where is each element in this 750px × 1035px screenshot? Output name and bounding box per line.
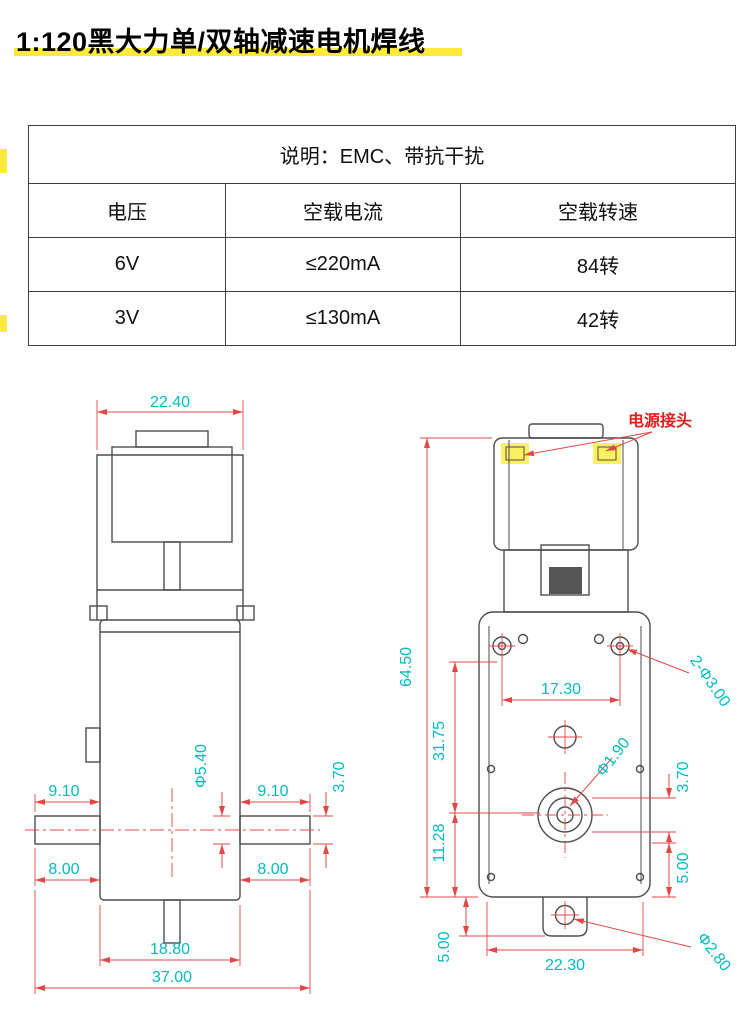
dim-body-width: 18.80 — [150, 941, 190, 958]
bottom-mount-tab — [542, 897, 588, 937]
dim-upper-height: 31.75 — [431, 721, 448, 761]
dim-flat-offset: 3.70 — [675, 761, 692, 792]
dim-right-offset: 8.00 — [257, 861, 288, 878]
rear-view-dimension-labels: 64.50 17.30 2-Φ3.00 31.75 Φ1.90 3.70 11.… — [398, 647, 734, 975]
col-header-no-load-current: 空载电流 — [225, 183, 461, 238]
col-header-no-load-speed: 空载转速 — [460, 183, 736, 238]
table-caption-row: 说明：EMC、带抗干扰 — [28, 125, 736, 184]
dim-shaft-diameter: Φ5.40 — [193, 744, 210, 788]
table-caption: 说明：EMC、带抗干扰 — [28, 125, 736, 184]
gearbox-body — [99, 619, 241, 901]
technical-drawing: 22.40 9.10 9.10 Φ5.40 3.70 8.00 8.00 18.… — [25, 394, 734, 994]
dim-side-offset: 5.00 — [675, 852, 692, 883]
cell-speed: 84转 — [460, 237, 736, 292]
bracket-foot-right — [236, 605, 255, 621]
highlight-edge-mark — [0, 315, 7, 332]
cell-voltage: 6V — [28, 237, 226, 292]
dim-right-shaft-length: 9.10 — [257, 783, 288, 800]
connector-leader-line — [605, 431, 653, 452]
motor-top-tab — [135, 430, 209, 448]
rear-view-dimension-lines — [420, 431, 692, 956]
dim-total-height: 64.50 — [398, 647, 415, 687]
spec-table: 说明：EMC、带抗干扰 电压 空载电流 空载转速 6V ≤220mA 84转 3… — [28, 125, 736, 346]
motor-bracket — [96, 454, 244, 620]
leader-line — [573, 918, 692, 948]
connector-leader-line — [523, 431, 653, 457]
dim-bottom-width: 22.30 — [545, 957, 585, 974]
motor-pinion-shaft — [163, 541, 181, 591]
corner-hole — [486, 764, 496, 774]
leader-line — [626, 648, 690, 674]
bracket-clip-latch — [549, 567, 582, 594]
motor-side-view — [34, 430, 311, 944]
side-view-dimension-lines — [25, 400, 333, 994]
cell-current: ≤220mA — [225, 237, 461, 292]
cell-voltage: 3V — [28, 291, 226, 346]
dim-shaft-flat: 3.70 — [331, 761, 348, 792]
corner-hole — [635, 872, 645, 882]
title-highlight-underline — [14, 48, 462, 56]
table-row: 3V ≤130mA 42转 — [28, 291, 736, 346]
corner-hole — [635, 764, 645, 774]
page-title: 1:120黑大力单/双轴减速电机焊线 — [16, 27, 426, 57]
dim-left-offset: 8.00 — [48, 861, 79, 878]
bracket-clip — [540, 544, 590, 596]
motor-can — [111, 446, 233, 543]
dim-tab-height: 5.00 — [436, 931, 453, 962]
dim-pin-diameter: Φ1.90 — [593, 735, 633, 780]
dim-left-shaft-length: 9.10 — [48, 783, 79, 800]
connector-highlight-left — [501, 443, 529, 464]
dim-mount-holes: 2-Φ3.00 — [686, 653, 733, 710]
power-connector-label: 电源接头 — [628, 411, 692, 430]
bottom-shaft — [163, 899, 181, 944]
dim-hole-spacing: 17.30 — [541, 681, 581, 698]
dim-tab-hole-diameter: Φ2.80 — [693, 930, 733, 975]
dim-top-width: 22.40 — [150, 394, 190, 411]
dim-lower-height: 11.28 — [431, 823, 448, 862]
motor-rear-view — [478, 423, 651, 937]
leader-line — [569, 757, 613, 807]
corner-hole — [486, 872, 496, 882]
gearbox-side-tab — [85, 727, 101, 763]
table-row: 6V ≤220mA 84转 — [28, 237, 736, 292]
highlight-edge-mark — [0, 149, 7, 173]
gearbox-rear-face — [478, 611, 651, 898]
pin-hole-left — [517, 633, 529, 645]
cell-current: ≤130mA — [225, 291, 461, 346]
side-view-dimension-labels: 22.40 9.10 9.10 Φ5.40 3.70 8.00 8.00 18.… — [48, 394, 348, 986]
col-header-voltage: 电压 — [28, 183, 226, 238]
pin-hole-right — [593, 633, 605, 645]
bracket-foot-left — [89, 605, 108, 621]
dim-total-width: 37.00 — [152, 969, 192, 986]
cell-speed: 42转 — [460, 291, 736, 346]
table-header-row: 电压 空载电流 空载转速 — [28, 183, 736, 238]
motor-top-cap — [528, 423, 604, 439]
